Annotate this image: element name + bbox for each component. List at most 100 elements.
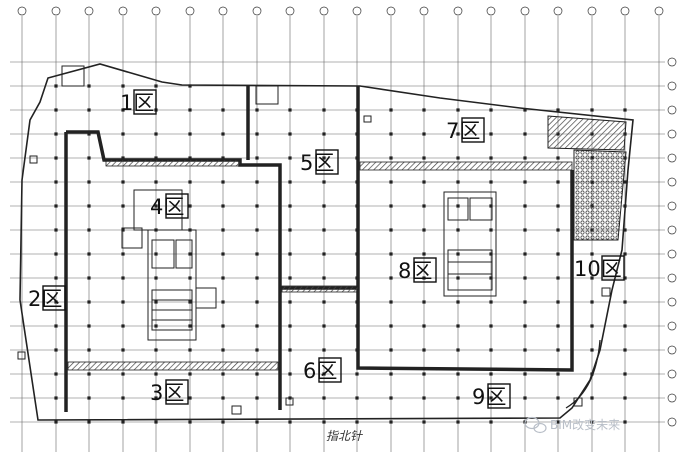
column-mark [121, 132, 125, 136]
axis-bubble [419, 6, 429, 16]
column-mark [188, 348, 192, 352]
column-mark [489, 276, 493, 280]
column-mark [456, 276, 460, 280]
column-mark [255, 252, 259, 256]
column-mark [523, 276, 527, 280]
building-outline [19, 63, 634, 421]
column-mark [489, 156, 493, 160]
column-mark [489, 396, 493, 400]
column-mark [221, 324, 225, 328]
column-mark [288, 276, 292, 280]
column-mark [121, 204, 125, 208]
column-mark [154, 300, 158, 304]
column-mark [121, 252, 125, 256]
column-mark [623, 108, 627, 112]
column-mark [188, 204, 192, 208]
column-mark [121, 324, 125, 328]
axis-bubble [667, 177, 677, 187]
column-mark [623, 180, 627, 184]
column-mark [422, 276, 426, 280]
column-mark [489, 252, 493, 256]
column-mark [590, 324, 594, 328]
column-mark [255, 156, 259, 160]
column-mark [489, 420, 493, 424]
column-mark [355, 372, 359, 376]
column-mark [422, 132, 426, 136]
column-mark [623, 228, 627, 232]
column-mark [288, 420, 292, 424]
column-mark [121, 276, 125, 280]
column-mark [154, 420, 158, 424]
column-mark [556, 252, 560, 256]
column-mark [489, 324, 493, 328]
column-mark [556, 204, 560, 208]
column-mark [87, 324, 91, 328]
column-mark [322, 180, 326, 184]
column-mark [188, 132, 192, 136]
column-mark [188, 324, 192, 328]
column-mark [422, 180, 426, 184]
column-mark [590, 420, 594, 424]
axis-bubble [667, 129, 677, 139]
column-mark [556, 108, 560, 112]
column-mark [121, 372, 125, 376]
column-mark [322, 324, 326, 328]
column-mark [221, 276, 225, 280]
column-mark [456, 108, 460, 112]
column-mark [422, 348, 426, 352]
column-mark [188, 300, 192, 304]
zone-label-7: 7区 [446, 117, 485, 143]
axis-bubble [667, 105, 677, 115]
column-mark [489, 300, 493, 304]
axis-bubble [285, 6, 295, 16]
column-mark [154, 324, 158, 328]
column-mark [54, 228, 58, 232]
column-mark [188, 108, 192, 112]
axis-bubble [667, 225, 677, 235]
column-mark [288, 204, 292, 208]
axis-bubble [667, 201, 677, 211]
column-mark [322, 228, 326, 232]
column-mark [54, 252, 58, 256]
zone-label-5: 5区 [300, 149, 339, 175]
axis-bubble [667, 345, 677, 355]
column-mark [523, 204, 527, 208]
column-mark [523, 180, 527, 184]
column-mark [87, 156, 91, 160]
column-mark [556, 300, 560, 304]
column-mark [188, 276, 192, 280]
column-mark [456, 228, 460, 232]
column-mark [389, 348, 393, 352]
column-mark [590, 252, 594, 256]
column-mark [623, 372, 627, 376]
column-mark [322, 252, 326, 256]
column-mark [221, 132, 225, 136]
column-mark [121, 156, 125, 160]
column-mark [188, 420, 192, 424]
column-mark [54, 372, 58, 376]
column-mark [255, 348, 259, 352]
column-mark [456, 132, 460, 136]
axis-bubble [185, 6, 195, 16]
column-mark [255, 204, 259, 208]
column-mark [389, 396, 393, 400]
zone-label-10: 10区 [574, 255, 625, 281]
axis-bubble [151, 6, 161, 16]
column-mark [154, 132, 158, 136]
column-mark [422, 396, 426, 400]
column-mark [54, 108, 58, 112]
core-stairs [61, 65, 497, 341]
column-mark [288, 324, 292, 328]
column-mark [288, 180, 292, 184]
column-mark [87, 420, 91, 424]
column-mark [121, 108, 125, 112]
column-mark [154, 84, 158, 88]
column-mark [590, 108, 594, 112]
column-mark [523, 108, 527, 112]
column-mark [322, 420, 326, 424]
axis-bubble [667, 321, 677, 331]
hatched-bands [67, 115, 627, 371]
column-mark [255, 180, 259, 184]
column-mark [355, 420, 359, 424]
column-mark [422, 228, 426, 232]
